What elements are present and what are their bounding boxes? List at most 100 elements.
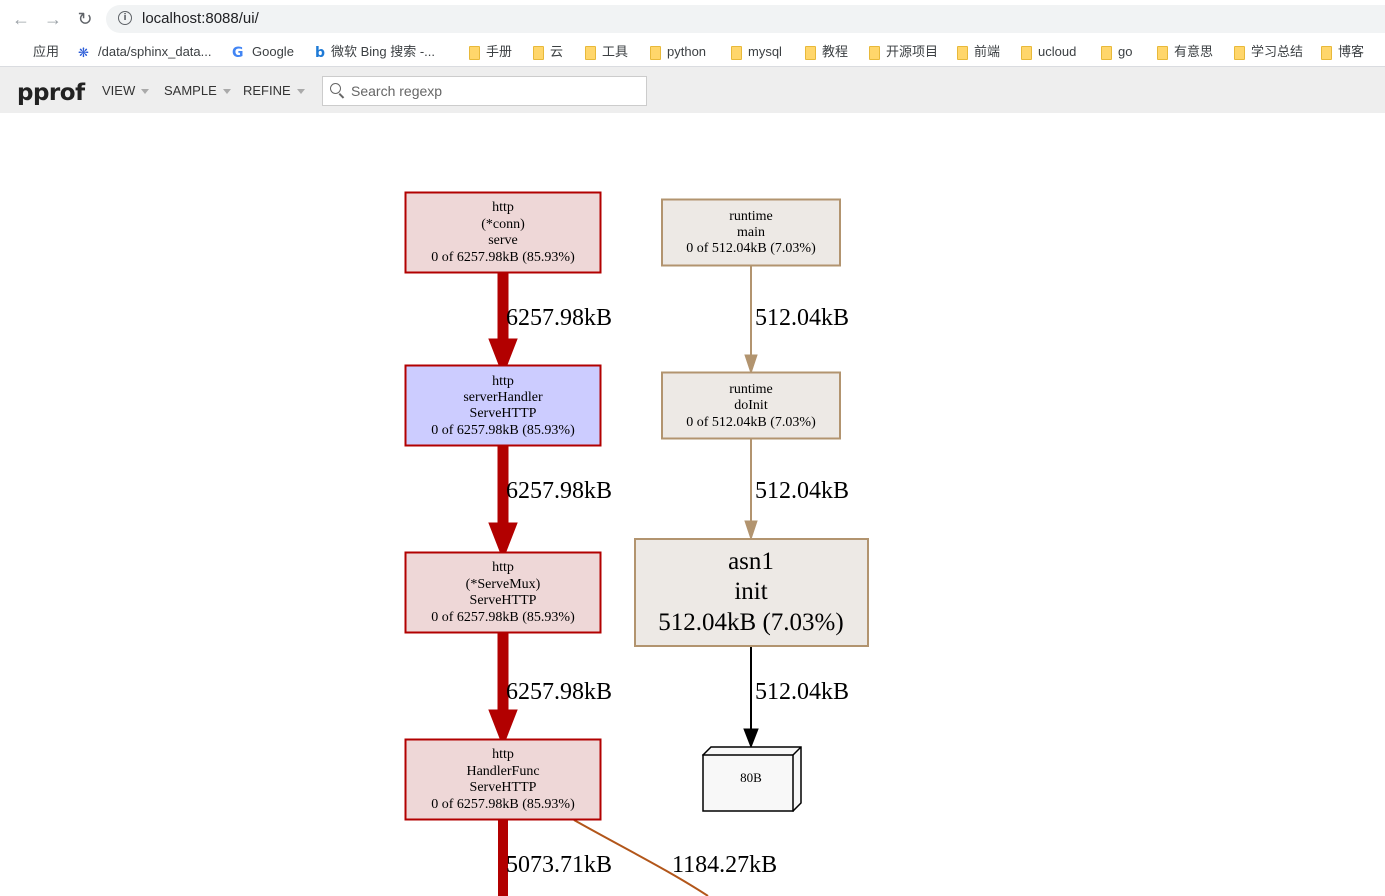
node-80b[interactable]: 80B [701,746,802,812]
node-line: runtime [729,209,773,224]
node-runtime-doinit[interactable]: runtime doInit 0 of 512.04kB (7.03%) [661,371,841,440]
menu-refine[interactable]: REFINE [243,83,305,98]
bookmark-folder[interactable]: ucloud [1021,43,1076,61]
bookmark-folder[interactable]: 开源项目 [869,43,938,61]
bookmark-label: 工具 [602,44,629,59]
bookmark-label: ucloud [1038,44,1077,59]
edge-servemux-to-handlerfunc[interactable]: 6257.98kB [488,633,612,748]
node-line: 0 of 6257.98kB (85.93%) [431,610,575,625]
address-bar[interactable]: i localhost:8088/ui/ [106,5,1385,33]
node-line: 80B [740,770,762,785]
bookmark-label: 手册 [486,44,513,59]
edge-handlerfunc-diagonal[interactable]: 1184.27kB [573,819,777,896]
bookmark-folder[interactable]: 学习总结 [1234,43,1303,61]
back-arrow-icon[interactable]: ← [12,9,30,29]
edge-label: 1184.27kB [672,852,777,878]
node-box [404,364,602,447]
folder-icon [650,45,661,60]
edge-arrowhead [488,338,518,377]
node-line: doInit [734,398,768,413]
node-runtime-main[interactable]: runtime main 0 of 512.04kB (7.03%) [661,198,841,267]
bookmark-sphinx-data[interactable]: ❋/data/sphinx_data... [78,43,211,61]
node-line: init [734,578,767,605]
node-line: 0 of 6257.98kB (85.93%) [431,797,575,812]
node-line: http [492,747,514,762]
node-line: main [737,225,765,240]
pprof-logo[interactable]: pprof [17,80,85,106]
call-graph[interactable]: 6257.98kB 6257.98kB 6257.98kB 5073.71kB … [0,113,1385,896]
menu-sample[interactable]: SAMPLE [164,83,231,98]
caret-down-icon [141,89,150,95]
bing-icon: b [315,44,326,61]
bookmark-folder[interactable]: go [1101,43,1132,61]
menu-label: SAMPLE [164,83,217,98]
menu-label: VIEW [102,83,136,98]
node-http-handlerfunc[interactable]: http HandlerFunc ServeHTTP 0 of 6257.98k… [404,738,602,821]
edge-handlerfunc-down[interactable]: 5073.71kB [498,820,612,896]
node-line: HandlerFunc [466,764,539,779]
bookmark-folder[interactable]: mysql [731,43,782,61]
node-line: ServeHTTP [470,593,537,608]
bookmark-label: 学习总结 [1251,44,1304,59]
node-box [404,191,602,274]
node-line: (*conn) [481,217,525,232]
bookmark-label: 博客 [1338,44,1365,59]
node-line: http [492,374,514,389]
node-line: 512.04kB (7.03%) [658,609,843,636]
folder-icon [1321,45,1332,60]
folder-icon [1234,45,1245,60]
site-info-icon[interactable]: i [118,11,132,25]
node-line: 0 of 6257.98kB (85.93%) [431,250,575,265]
url-text[interactable]: localhost:8088/ui/ [142,10,259,27]
node-http-serverhandler[interactable]: http serverHandler ServeHTTP 0 of 6257.9… [404,364,602,447]
search-box[interactable] [322,76,647,106]
edge-doinit-to-asn1[interactable]: 512.04kB [744,438,849,541]
bookmark-apps[interactable]: 应用 [13,43,59,61]
node-line: ServeHTTP [470,780,537,795]
bookmark-folder[interactable]: 工具 [585,43,628,61]
bookmark-label: 开源项目 [886,44,939,59]
search-input[interactable] [351,81,631,101]
bookmark-label: 有意思 [1174,44,1214,59]
edge-line [573,819,709,896]
bookmark-label: 教程 [822,44,849,59]
folder-icon [805,45,816,60]
node-line: 0 of 512.04kB (7.03%) [686,415,816,430]
bookmark-folder[interactable]: python [650,43,706,61]
edge-arrowhead [743,728,759,749]
reload-icon[interactable]: ↻ [77,9,93,29]
bookmark-folder[interactable]: 前端 [957,43,1000,61]
node-line: runtime [729,382,773,397]
edge-arrowhead [744,520,758,541]
baidu-paw-icon: ❋ [78,44,89,60]
edge-asn1-to-80b[interactable]: 512.04kB [743,646,849,749]
bookmark-folder[interactable]: 有意思 [1157,43,1213,61]
edge-main-to-doinit[interactable]: 512.04kB [744,265,849,375]
bookmark-folder[interactable]: 手册 [469,43,512,61]
folder-icon [1101,45,1112,60]
bookmark-label: 前端 [974,44,1001,59]
folder-icon [869,45,880,60]
node-box [661,198,841,267]
node-asn1-init[interactable]: asn1 init 512.04kB (7.03%) [634,538,869,647]
node-line: (*ServeMux) [466,577,541,592]
bookmark-folder[interactable]: 博客 [1321,43,1364,61]
node-http-conn-serve[interactable]: http (*conn) serve 0 of 6257.98kB (85.93… [404,191,602,274]
edge-serverhandler-to-servemux[interactable]: 6257.98kB [488,446,612,561]
folder-icon [469,45,480,60]
edge-arrowhead [488,709,518,748]
node-line: 0 of 512.04kB (7.03%) [686,241,816,256]
folder-icon [533,45,544,60]
edge-conn-to-serverhandler[interactable]: 6257.98kB [488,272,612,377]
node-box [702,754,794,812]
bookmark-folder[interactable]: 云 [533,43,563,61]
edge-label: 512.04kB [755,679,849,705]
caret-down-icon [296,89,305,95]
node-http-servemux[interactable]: http (*ServeMux) ServeHTTP 0 of 6257.98k… [404,551,602,634]
menu-view[interactable]: VIEW [102,83,150,98]
forward-arrow-icon[interactable]: → [44,9,62,29]
bookmark-folder[interactable]: 教程 [805,43,848,61]
